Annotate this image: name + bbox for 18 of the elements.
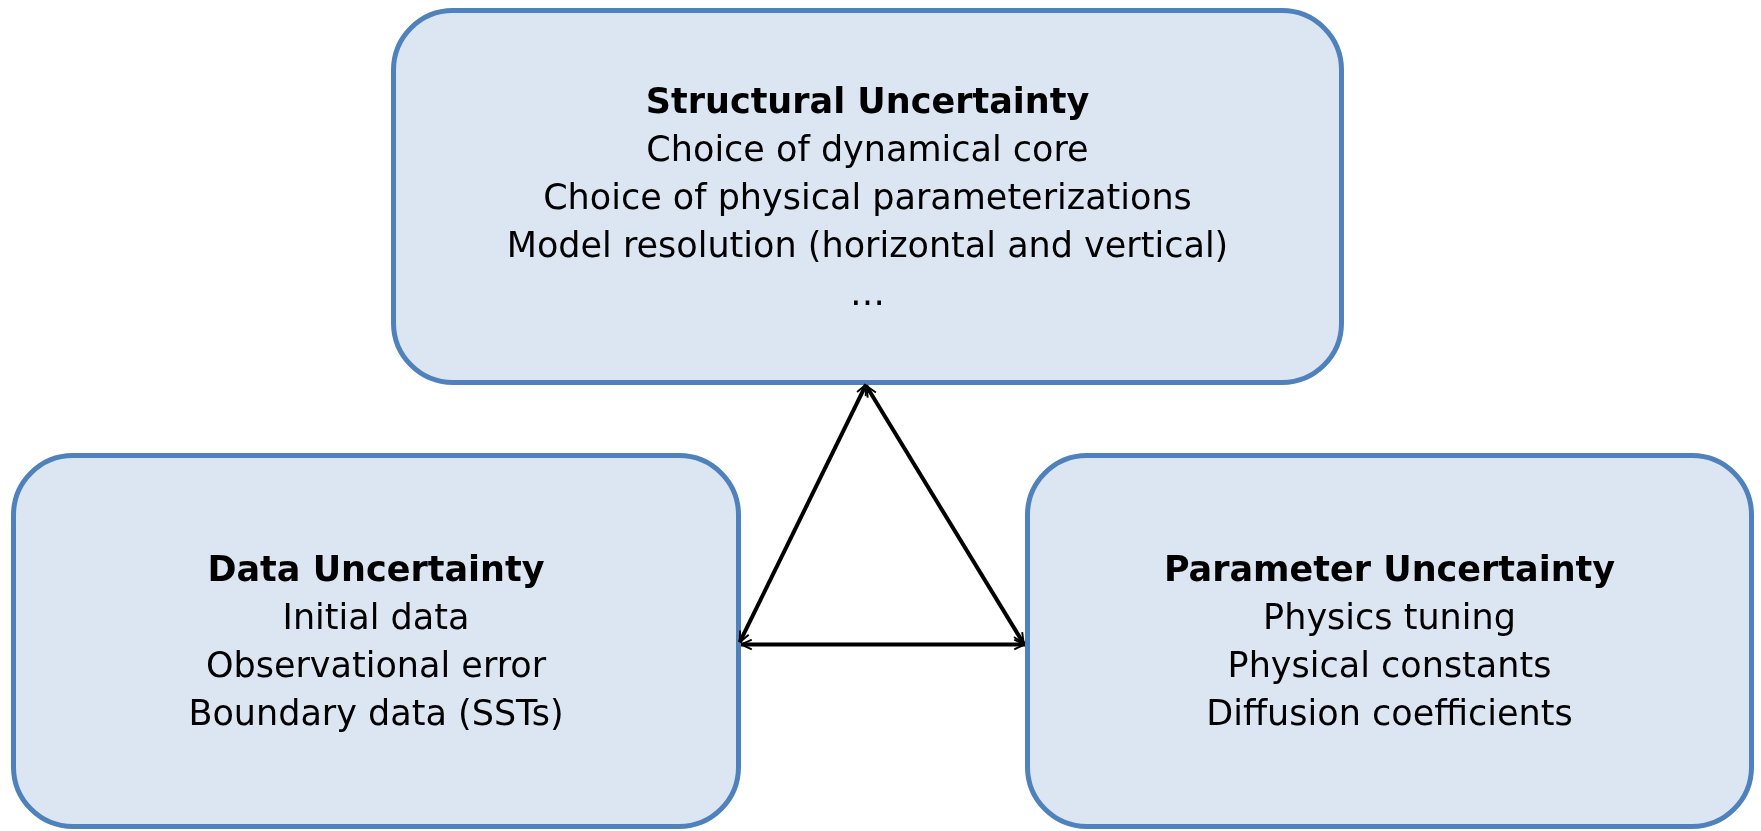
double-arrow (864, 384, 1026, 645)
box-text: Model resolution (horizontal and vertical) (506, 223, 1229, 267)
rounded-box (391, 8, 1344, 385)
box-text: Diffusion coefficients (1206, 692, 1573, 735)
box-text: Choice of dynamical core (646, 127, 1089, 171)
box-heading: Structural Uncertainty (645, 79, 1090, 123)
box-text: Boundary data (SSTs) (188, 692, 564, 735)
box-heading: Data Uncertainty (207, 548, 545, 591)
box-heading: Parameter Uncertainty (1163, 548, 1616, 591)
box-text: Physics tuning (1263, 596, 1516, 639)
rounded-box (11, 453, 741, 829)
rounded-box (1025, 453, 1754, 829)
box-text: Observational error (205, 644, 547, 687)
box-text: … (850, 271, 885, 315)
box-text: Initial data (282, 596, 470, 639)
double-arrow (740, 638, 1026, 651)
box-text: Choice of physical parameterizations (543, 175, 1192, 219)
box-text: Physical constants (1227, 644, 1552, 687)
